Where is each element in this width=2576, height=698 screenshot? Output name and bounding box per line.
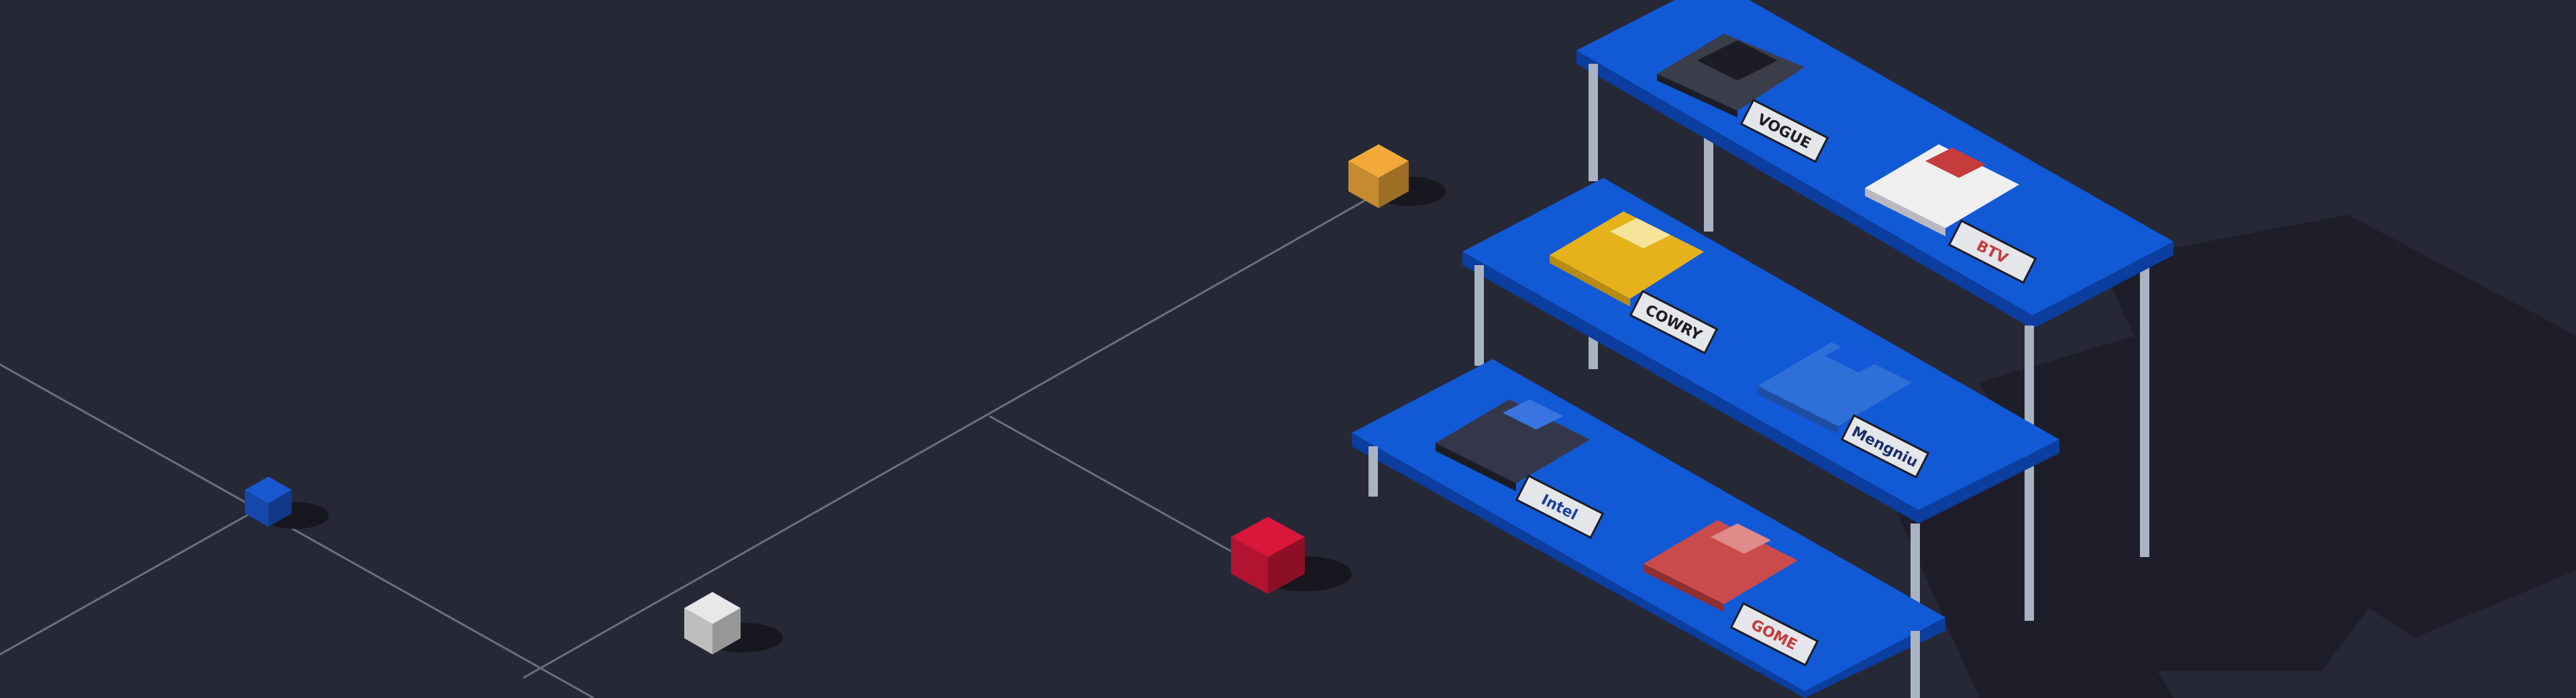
- table-edge: [2033, 242, 2174, 329]
- cube-left: [1348, 161, 1379, 208]
- cube-right: [1379, 161, 1409, 208]
- label-plate: [1739, 99, 1829, 163]
- book-spine: [1865, 188, 1945, 236]
- table-edge: [1462, 252, 1919, 524]
- floor-grid: [0, 193, 1376, 698]
- book-spine: [1644, 564, 1724, 612]
- cube-left: [1231, 537, 1268, 594]
- table-edge: [1352, 433, 1805, 698]
- label-plate: [1947, 219, 2037, 284]
- book-spine: [1550, 255, 1630, 307]
- book-graphic: [1610, 218, 1670, 248]
- table-edge: [1805, 617, 1945, 698]
- books: VOGUE BTV COWRY: [1436, 34, 2037, 666]
- grid-line: [523, 193, 1376, 679]
- grid-line: [0, 502, 269, 656]
- table-leg: [1368, 446, 1378, 497]
- cube-right: [712, 608, 741, 654]
- book-gome: GOME: [1644, 520, 1819, 666]
- table-leg: [1911, 631, 1920, 698]
- cube-red: [1231, 517, 1352, 594]
- table-leg: [2025, 326, 2034, 621]
- cube-left: [684, 608, 712, 654]
- book-graphic: [1925, 148, 1986, 178]
- cube-right: [268, 490, 292, 527]
- book-spine: [1436, 443, 1516, 491]
- book-intel: Intel: [1436, 399, 1605, 539]
- label-plate: [1515, 475, 1605, 539]
- table-leg: [1589, 64, 1598, 181]
- shelf-shadow: [2100, 215, 2576, 638]
- book-graphic: [1503, 399, 1563, 430]
- label-plate: [1729, 602, 1819, 666]
- shelf-shadow: [1979, 322, 2428, 671]
- cube-left: [245, 490, 268, 527]
- table-leg: [2140, 262, 2149, 557]
- table-edge: [1576, 50, 2033, 329]
- book-graphic: [1711, 524, 1771, 554]
- book-spine: [1657, 74, 1737, 117]
- book-spine: [1758, 386, 1838, 434]
- table-leg: [1704, 134, 1713, 232]
- book-btv: BTV: [1865, 144, 2037, 284]
- book-graphic: [1825, 342, 1885, 372]
- grid-line: [0, 363, 594, 698]
- label-plate: [1629, 290, 1719, 354]
- label-plate: [1840, 414, 1930, 479]
- table-leg: [1474, 265, 1484, 366]
- cube-blue: [245, 477, 329, 529]
- table-leg: [1911, 524, 1920, 617]
- book-graphic: [1697, 40, 1778, 81]
- cubes: [245, 144, 1446, 654]
- table-edge: [1919, 440, 2059, 524]
- cube-right: [1268, 537, 1305, 594]
- grid-line: [989, 415, 1269, 573]
- cube-white: [684, 592, 783, 654]
- cube-orange: [1348, 144, 1446, 208]
